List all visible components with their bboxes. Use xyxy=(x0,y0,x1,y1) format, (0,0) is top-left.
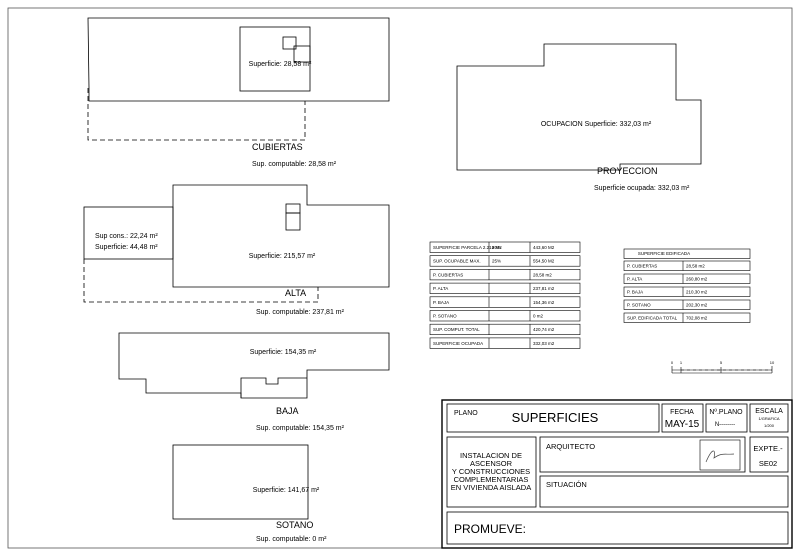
alta-title: ALTA xyxy=(285,288,306,298)
surface-table-row xyxy=(429,310,581,322)
alta-inner-label: Superficie: 215,57 m² xyxy=(249,253,316,260)
promueve-label: PROMUEVE: xyxy=(454,522,526,536)
built-surface-cell: P. CUBIERTAS xyxy=(627,264,657,269)
plan-cubiertas xyxy=(87,17,390,141)
built-surface-cell: P. SOTANO xyxy=(627,303,651,308)
surface-table-cell: P. SOTANO xyxy=(433,314,457,319)
surface-table-row xyxy=(429,282,581,294)
sheet-border xyxy=(7,7,793,549)
built-surface-row xyxy=(623,273,751,284)
alta-cons-label: Sup cons.: 22,24 m² xyxy=(95,233,158,240)
baja-computable: Sup. computable: 154,35 m² xyxy=(256,425,345,432)
title-block xyxy=(441,399,793,549)
scale-tick-10: 10 xyxy=(770,360,775,365)
surface-table-cell: SUPERFICIE PARCELA 2.218 M2 xyxy=(433,245,502,250)
surface-table-cell: P. ALTA xyxy=(433,286,448,291)
built-surface-cell: 28,58 m2 xyxy=(686,264,705,269)
built-surface-row xyxy=(623,260,751,271)
cubiertas-title: CUBIERTAS xyxy=(252,142,303,152)
built-surface-cell: SUP. EDIFICADA TOTAL xyxy=(627,316,678,321)
alta-sup-label: Superficie: 44,48 m² xyxy=(95,244,158,251)
built-surface-cell: 210,30 m2 xyxy=(686,290,708,295)
plan-alta xyxy=(83,184,390,303)
scale-tick-5: 5 xyxy=(720,360,723,365)
surface-table-cell: 237,81 m2 xyxy=(533,286,555,291)
surface-table-row xyxy=(429,296,581,308)
signature-icon xyxy=(705,450,735,463)
plano-label: PLANO xyxy=(454,410,478,417)
fecha-value: MAY-15 xyxy=(665,419,700,430)
plan-baja xyxy=(118,332,390,399)
surface-table-cell: SUP. OCUPABLE MAX. xyxy=(433,259,481,264)
built-surface-row xyxy=(623,299,751,310)
surface-table-row xyxy=(429,241,581,253)
project-line-3: Y CONSTRUCCIONES xyxy=(452,467,530,476)
project-line-1: INSTALACION DE xyxy=(460,451,522,460)
expte-value: SE02 xyxy=(759,459,777,468)
baja-inner-label: Superficie: 154,35 m² xyxy=(250,349,317,356)
surface-table-cell: 28,58 m2 xyxy=(533,272,552,277)
surface-table-cell: 25% xyxy=(492,259,501,264)
scale-tick-1: 1 xyxy=(680,360,683,365)
built-surface-cell: P. ALTA xyxy=(627,277,642,282)
sotano-computable: Sup. computable: 0 m² xyxy=(256,536,327,543)
proyeccion-title: PROYECCION xyxy=(597,166,658,176)
sotano-inner-label: Superficie: 141,67 m² xyxy=(253,487,320,494)
built-surface-cell: 702,08 m2 xyxy=(686,316,708,321)
built-surface-header: SUPERFICIE EDIFICADA xyxy=(638,251,690,256)
project-line-5: EN VIVIENDA AISLADA xyxy=(451,483,531,492)
surface-table-cell: 554,50 M2 xyxy=(533,259,555,264)
surface-table-cell: P. BAJA xyxy=(433,300,449,305)
sotano-title: SOTANO xyxy=(276,520,313,530)
scale-tick-0: 0 xyxy=(671,360,674,365)
surface-table-cell: SUP. COMPUT. TOTAL xyxy=(433,327,480,332)
arquitecto-label: ARQUITECTO xyxy=(546,442,595,451)
nplano-value: N-------- xyxy=(715,422,735,428)
situacion-label: SITUACIÓN xyxy=(546,480,587,489)
surface-table-row xyxy=(429,337,581,349)
proyeccion-computable: Superficie ocupada: 332,03 m² xyxy=(594,185,690,192)
surface-table-row xyxy=(429,323,581,336)
nplano-label: Nº.PLANO xyxy=(709,409,743,416)
plan-sotano xyxy=(172,444,309,520)
built-surface-cell: 260,80 m2 xyxy=(686,277,708,282)
built-surface-cell: P. BAJA xyxy=(627,290,643,295)
proyeccion-inner-label: OCUPACION Superficie: 332,03 m² xyxy=(541,121,652,128)
project-line-2: ASCENSOR xyxy=(470,459,513,468)
surface-table-cell: 443,60 M2 xyxy=(533,245,555,250)
plan-proyeccion xyxy=(456,43,702,171)
surface-table-cell: 332,03 m2 xyxy=(533,341,555,346)
alta-computable: Sup. computable: 237,81 m² xyxy=(256,309,345,316)
surface-table-row xyxy=(429,255,581,267)
baja-title: BAJA xyxy=(276,406,299,416)
cubiertas-computable: Sup. computable: 28,58 m² xyxy=(252,161,337,168)
surface-table-cell: 20% xyxy=(492,245,501,250)
built-surface-row xyxy=(623,286,751,297)
surface-table-cell: P. CUBIERTAS xyxy=(433,272,463,277)
project-line-4: COMPLEMENTARIAS xyxy=(454,475,529,484)
surface-table-cell: SUPERFICIE OCUPADA xyxy=(433,341,483,346)
surface-table-cell: 154,36 m2 xyxy=(533,300,555,305)
surface-table-row xyxy=(429,269,581,281)
cubiertas-inner-label: Superficie: 28,58 m² xyxy=(249,61,312,68)
escala-sub1: 1/GRAFICA xyxy=(758,416,779,421)
expte-label: EXPTE.- xyxy=(753,444,783,453)
plano-value: SUPERFICIES xyxy=(512,410,599,425)
escala-label: ESCALA xyxy=(755,408,783,415)
built-surface-cell: 202,30 m2 xyxy=(686,303,708,308)
escala-sub2: 1/200 xyxy=(764,423,775,428)
surface-table-cell: 0 m2 xyxy=(533,314,544,319)
fecha-label: FECHA xyxy=(670,409,694,416)
built-surface-row xyxy=(623,312,751,323)
scale-bar xyxy=(671,366,773,374)
surface-table-cell: 420,74 m2 xyxy=(533,327,555,332)
built-surface-table: SUPERFICIE EDIFICADA P. CUBIERTAS 28,58 m… xyxy=(623,248,751,323)
